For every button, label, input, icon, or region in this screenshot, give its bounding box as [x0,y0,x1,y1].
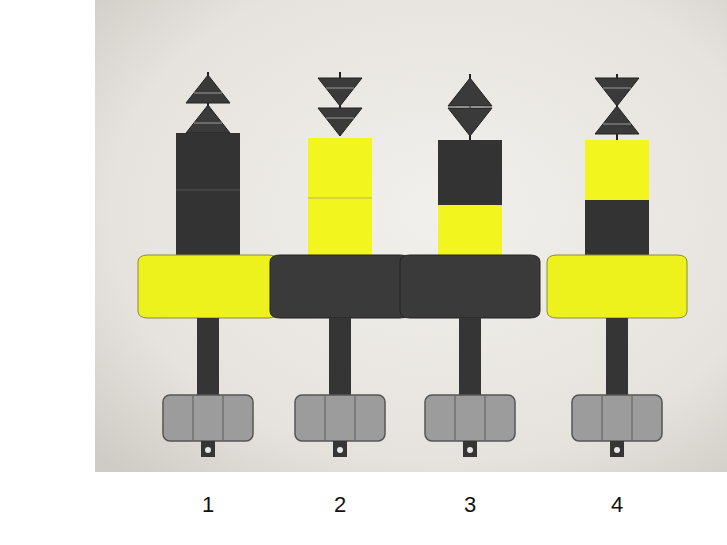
east-cardinal-buoy [400,74,540,457]
callout-number: 2 [334,494,346,516]
callout-number: 1 [202,494,214,516]
south-cardinal-buoy [270,72,410,457]
callout-number: 3 [464,494,476,516]
paper-ground [95,0,727,472]
callout-number: 4 [611,494,623,516]
north-cardinal-buoy [138,72,278,457]
west-cardinal-buoy [547,74,687,457]
